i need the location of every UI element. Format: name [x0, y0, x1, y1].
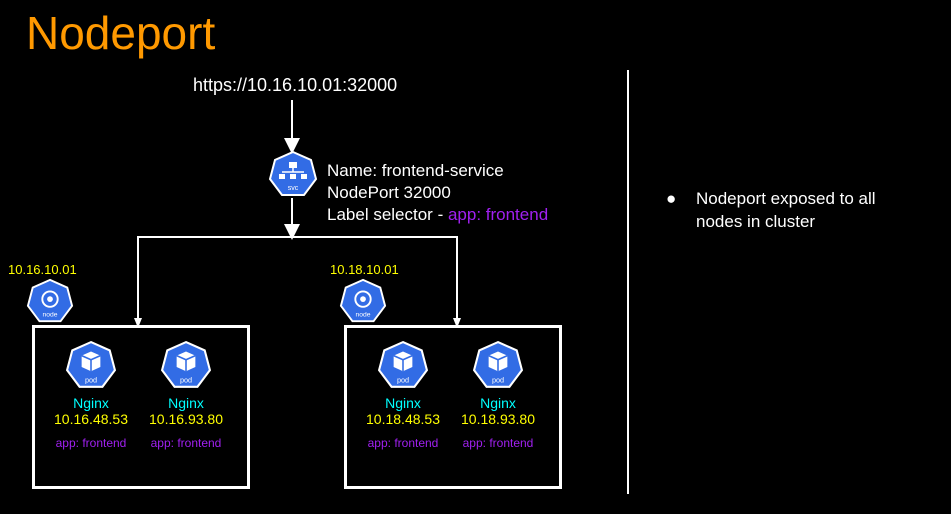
bullet-dot-icon: ●	[666, 189, 677, 208]
node-icon-label: node	[356, 311, 371, 318]
pod-icon: pod	[65, 340, 117, 388]
pod-label: app: frontend	[55, 436, 127, 450]
pod-label: app: frontend	[150, 436, 222, 450]
pod-icon: pod	[377, 340, 429, 388]
pod-icon-label: pod	[397, 376, 409, 385]
pod-icon: pod	[472, 340, 524, 388]
bullet-text: Nodeport exposed to all nodes in cluster	[696, 189, 876, 231]
service-selector: Label selector - app: frontend	[327, 204, 548, 226]
pod-name: Nginx	[73, 395, 109, 411]
pod-icon-label: pod	[492, 376, 504, 385]
pod-name: Nginx	[385, 395, 421, 411]
pod-label: app: frontend	[367, 436, 439, 450]
service-nodeport: NodePort 32000	[327, 183, 451, 202]
pod-ip: 10.18.48.53	[366, 411, 440, 427]
node-ip: 10.18.10.01	[330, 262, 399, 277]
pod-name: Nginx	[480, 395, 516, 411]
service-icon: svc	[268, 150, 318, 196]
service-url: https://10.16.10.01:32000	[193, 75, 398, 95]
slide-title: Nodeport	[26, 7, 216, 59]
node-icon: node	[26, 278, 74, 323]
selector-prefix: Label selector -	[327, 205, 448, 224]
node-ip: 10.16.10.01	[8, 262, 77, 277]
bullet-item: ● Nodeport exposed to all nodes in clust…	[666, 187, 926, 233]
node-icon: node	[339, 278, 387, 323]
pod-ip: 10.18.93.80	[461, 411, 535, 427]
service-branch-line	[137, 236, 458, 322]
pod-icon: pod	[160, 340, 212, 388]
node-box	[344, 325, 562, 489]
pod-icon-label: pod	[85, 376, 97, 385]
service-icon-label: svc	[288, 185, 299, 192]
pod-label: app: frontend	[462, 436, 534, 450]
node-box	[32, 325, 250, 489]
pod-icon-label: pod	[180, 376, 192, 385]
node-icon-label: node	[43, 311, 58, 318]
selector-value: app: frontend	[447, 205, 549, 224]
pod-ip: 10.16.48.53	[54, 411, 128, 427]
service-name: Name: frontend-service	[327, 161, 504, 180]
vertical-divider	[627, 70, 629, 494]
pod-ip: 10.16.93.80	[149, 411, 223, 427]
pod-name: Nginx	[168, 395, 204, 411]
